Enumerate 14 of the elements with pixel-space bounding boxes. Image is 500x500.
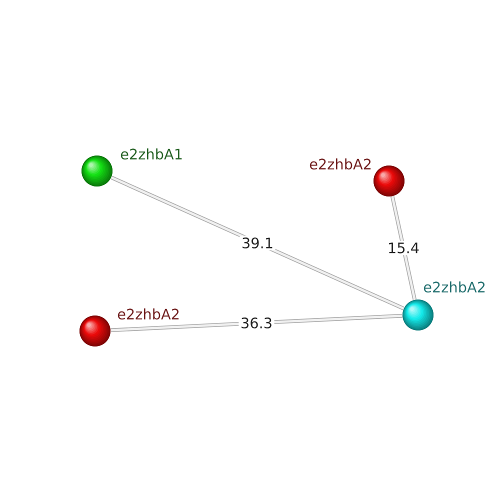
connector-line [110, 314, 402, 332]
edge-label: 15.4 [386, 240, 422, 256]
connector-line [390, 196, 417, 300]
sphere [374, 166, 404, 196]
edge-label: 36.3 [238, 316, 274, 330]
node-label: e2zhbA2 [424, 281, 485, 293]
node-label: e2zhbA2 [118, 308, 179, 320]
sphere [82, 156, 112, 186]
connector-line [110, 176, 404, 310]
sphere [402, 300, 434, 330]
node-label: e2zhbA2 [310, 158, 371, 170]
edge-label: 39.1 [240, 236, 276, 250]
node-label: e2zhbA1 [120, 148, 182, 160]
sphere [80, 316, 110, 346]
